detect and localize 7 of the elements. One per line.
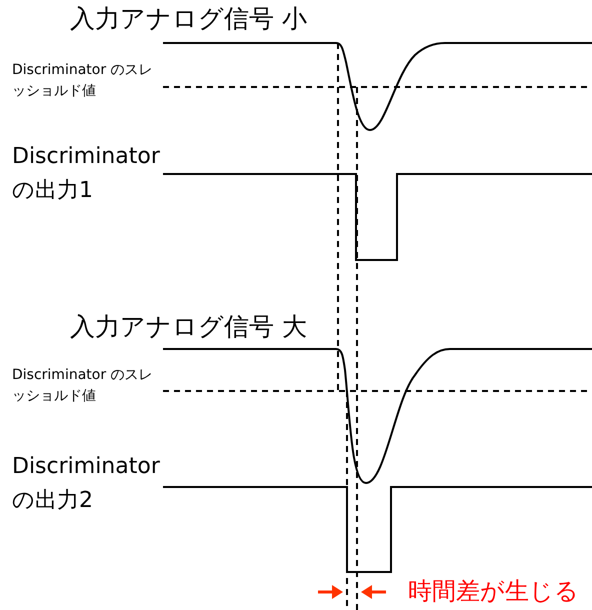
signal-title: 入力アナログ信号 小: [70, 4, 307, 34]
signal-title: 入力アナログ信号 大: [70, 312, 307, 342]
time-difference-note: 時間差が生じる: [408, 576, 579, 606]
output-label: Discriminator の出力1: [12, 143, 161, 205]
threshold-label: Discriminator のスレッショルド値: [12, 366, 154, 406]
threshold-label: Discriminator のスレッショルド値: [12, 61, 154, 101]
output-label: Discriminator の出力2: [12, 453, 161, 515]
